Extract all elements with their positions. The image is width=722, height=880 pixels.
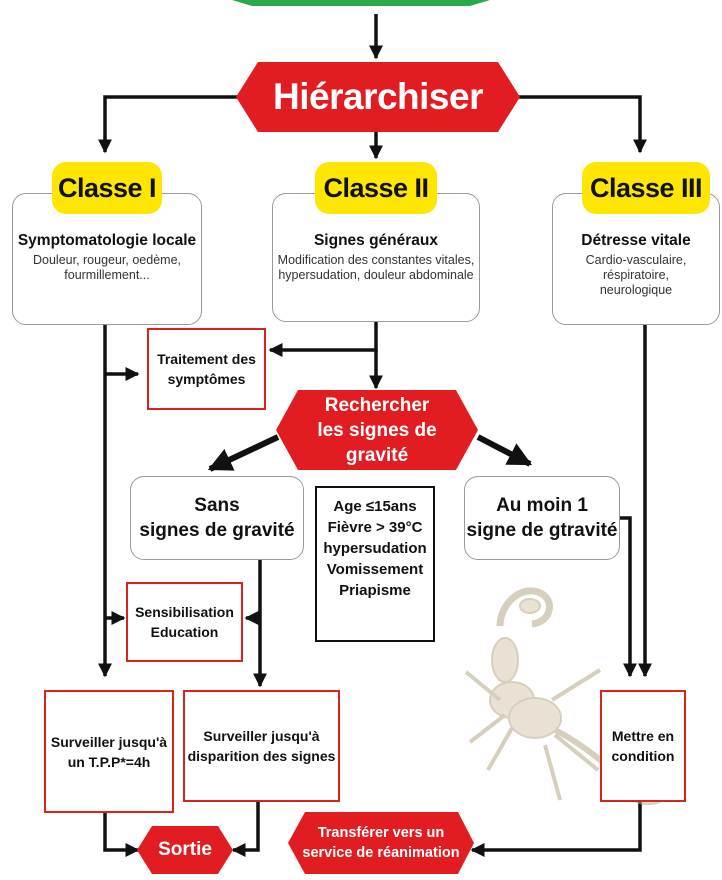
transferer-line-2: service de réanimation [302,845,460,861]
au-moins-box: Au moin 1 signe de gtravité [464,476,620,560]
classe-2-pill: Classe II [315,162,437,214]
surveiller-tpp-box: Surveiller jusqu'à un T.P.P*=4h [44,690,174,813]
classe-2-title: Signes généraux [313,232,439,249]
sortie-node: Sortie [148,828,222,872]
rechercher-node: Rechercher les signes de gravité [290,392,464,468]
hierarchiser-node: Hiérarchiser [252,64,504,130]
scorpion-illustration [464,587,667,805]
sans-line-2: signes de gravité [139,520,295,541]
classe-1-line-2: fourmillement... [64,268,150,282]
classe-2-label: Classe II [323,172,429,203]
sortie-label: Sortie [158,839,212,860]
classe-3-pill: Classe III [582,162,710,214]
critere-vomissement: Vomissement [326,561,424,578]
surveiller-signes-line-2: disparition des signes [187,748,336,764]
classe-1-title: Symptomatologie locale [17,232,197,249]
classe-2-line-1: Modification des constantes vitales, [277,253,475,267]
surveiller-signes-box: Surveiller jusqu'à disparition des signe… [183,690,340,802]
classe-1-label: Classe I [57,172,157,203]
rechercher-line-2: les signes de gravité [317,419,437,466]
sans-line-1: Sans [194,495,240,516]
traitement-line-2: symptômes [167,371,246,387]
classe-3-line-2: neurologique [599,283,673,297]
classe-1-pill: Classe I [52,162,162,214]
transferer-node: Transférer vers un service de réanimatio… [298,814,464,872]
traitement-line-1: Traitement des [157,351,256,367]
top-banner-edge [232,0,490,6]
critere-age: Age ≤15ans [333,498,417,515]
sortie-shape [137,826,233,874]
sans-gravite-box: Sans signes de gravité [130,476,304,560]
rechercher-shape [276,390,478,470]
classe-1-line-1: Douleur, rougeur, oedème, [32,253,182,267]
classe-3-line-1: Cardio-vasculaire, réspiratoire, [585,253,687,282]
mettre-line-2: condition [611,748,675,764]
sensibilisation-box: Sensibilisation Education [126,582,243,662]
critere-priapisme: Priapisme [339,582,411,599]
surveiller-tpp-line-2: un T.P.P*=4h [67,753,151,770]
traitement-box: Traitement des symptômes [147,328,266,410]
classe-3-box: Détresse vitale Cardio-vasculaire, réspi… [552,193,720,325]
sensibilisation-line-2: Education [150,624,219,640]
transferer-shape [288,812,474,874]
au-moins-line-2: signe de gtravité [466,520,618,541]
hierarchiser-shape [236,62,520,132]
mettre-en-condition-box: Mettre en condition [600,690,686,802]
classe-3-label: Classe III [589,172,703,203]
sensibilisation-line-1: Sensibilisation [135,604,234,620]
surveiller-tpp-line-1: Surveiller jusqu'à [50,733,168,750]
critere-fievre: Fièvre > 39°C [327,519,423,536]
classe-3-title: Détresse vitale [581,232,691,249]
hierarchiser-label: Hiérarchiser [273,76,483,117]
critere-hypersudation: hypersudation [323,540,427,557]
criteres-box: Age ≤15ans Fièvre > 39°C hypersudation V… [315,486,435,642]
transferer-line-1: Transférer vers un [317,825,445,841]
classe-2-box: Signes généraux Modification des constan… [272,193,480,322]
classe-1-box: Symptomatologie locale Douleur, rougeur,… [12,193,202,325]
au-moins-line-1: Au moin 1 [496,495,588,516]
surveiller-signes-line-1: Surveiller jusqu'à [203,728,320,744]
rechercher-line-1: Rechercher [324,394,430,416]
classe-2-line-2: hypersudation, douleur abdominale [278,268,474,282]
mettre-line-1: Mettre en [611,728,675,744]
